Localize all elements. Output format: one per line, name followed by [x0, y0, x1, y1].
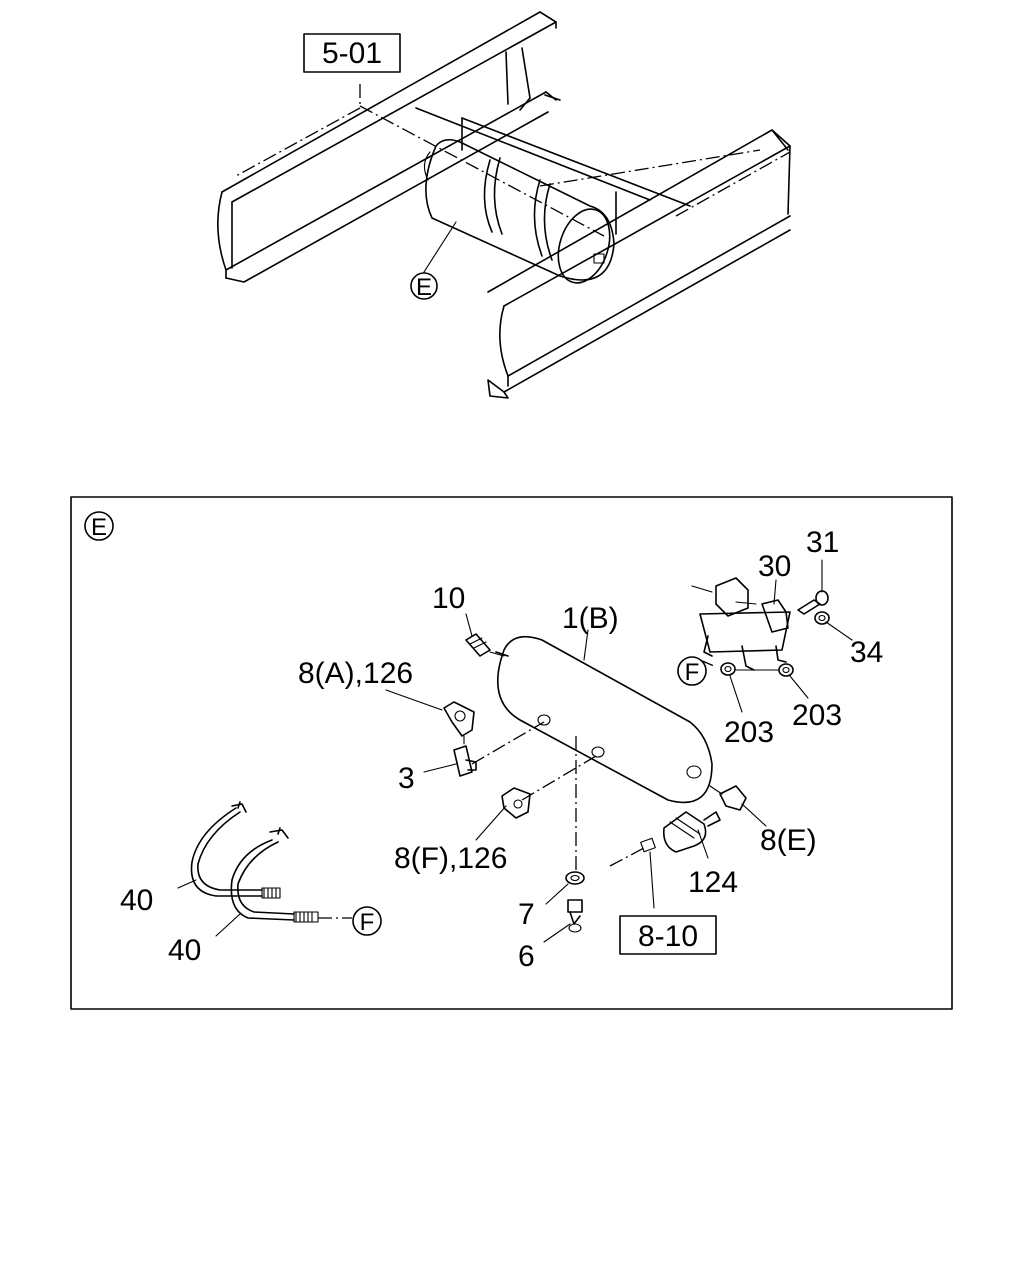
- detail-view-frame: [70, 496, 953, 1010]
- ref-label-5-01: 5-01: [322, 37, 382, 70]
- label-part-8e: 8(E): [760, 824, 817, 857]
- label-part-7: 7: [518, 898, 535, 931]
- label-part-40-lower: 40: [168, 934, 201, 967]
- part-203-nut-left: [720, 662, 736, 676]
- part-34-nut: [814, 611, 830, 625]
- ref-box-8-10[interactable]: 8-10: [619, 915, 717, 955]
- label-part-203-right: 203: [792, 699, 842, 732]
- callout-e-overview[interactable]: E: [410, 221, 457, 301]
- right-frame-rail: [487, 129, 791, 399]
- part-203-nut-right: [778, 663, 794, 677]
- label-part-34: 34: [850, 636, 883, 669]
- label-part-31: 31: [806, 526, 839, 559]
- label-part-6: 6: [518, 940, 535, 973]
- view-marker-e-letter: E: [91, 514, 107, 541]
- assembly-line-8f: [521, 755, 597, 801]
- air-tank-detail: [495, 635, 713, 804]
- right-rail-centerline: [675, 151, 791, 217]
- left-rail-centerline: [235, 84, 361, 177]
- part-6-drain-cock: [567, 899, 583, 933]
- ref-label-8-10: 8-10: [638, 920, 698, 953]
- left-frame-rail: [217, 11, 557, 283]
- part-40-harness-upper: [190, 801, 281, 899]
- callout-e-letter: E: [416, 274, 432, 301]
- tank-port-1: [537, 714, 551, 726]
- part-31-bolt: [797, 590, 829, 615]
- tank-port-2: [591, 746, 605, 758]
- part-8f-fitting: [501, 787, 531, 819]
- leader-lines: [177, 559, 853, 943]
- part-40-harness-lower: [230, 827, 319, 923]
- chassis-overview: 5-01 E: [217, 11, 791, 399]
- label-part-124: 124: [688, 866, 738, 899]
- part-8a-elbow-fitting: [443, 701, 475, 745]
- part-3-tee-fitting: [453, 745, 477, 777]
- part-10-plug: [465, 633, 505, 657]
- tank-fitting-icon: [593, 253, 605, 264]
- label-part-8a-126: 8(A),126: [298, 657, 413, 690]
- callout-f-letter-1: F: [685, 659, 700, 686]
- ref-box-5-01[interactable]: 5-01: [303, 33, 401, 73]
- cross-centerline: [359, 105, 605, 237]
- callout-f-harness[interactable]: F: [352, 906, 382, 936]
- part-labels: 1(B) 10 8(A),126 3 8(F),126 7 6 124 8(E)…: [120, 526, 883, 973]
- view-marker-e: E: [84, 511, 114, 541]
- part-30-bracket: [691, 577, 791, 671]
- connector-icon: [640, 837, 656, 853]
- assembly-line-3: [471, 721, 545, 765]
- part-7-washer: [565, 871, 585, 885]
- label-part-30: 30: [758, 550, 791, 583]
- label-part-1b: 1(B): [562, 602, 619, 635]
- callout-f-bracket[interactable]: F: [677, 656, 707, 686]
- tank-port-3: [686, 765, 702, 779]
- callout-f-letter-2: F: [360, 909, 375, 936]
- assembly-line-connector: [609, 847, 645, 867]
- label-part-3: 3: [398, 762, 415, 795]
- part-124-pressure-switch: [640, 811, 721, 853]
- right-centerline-upper: [539, 149, 761, 187]
- label-part-40-upper: 40: [120, 884, 153, 917]
- part-8e-fitting: [709, 785, 747, 811]
- cross-member: [415, 47, 691, 235]
- label-part-10: 10: [432, 582, 465, 615]
- label-part-8f-126: 8(F),126: [394, 842, 507, 875]
- air-tank-overview: [423, 138, 615, 284]
- label-part-203-left: 203: [724, 716, 774, 749]
